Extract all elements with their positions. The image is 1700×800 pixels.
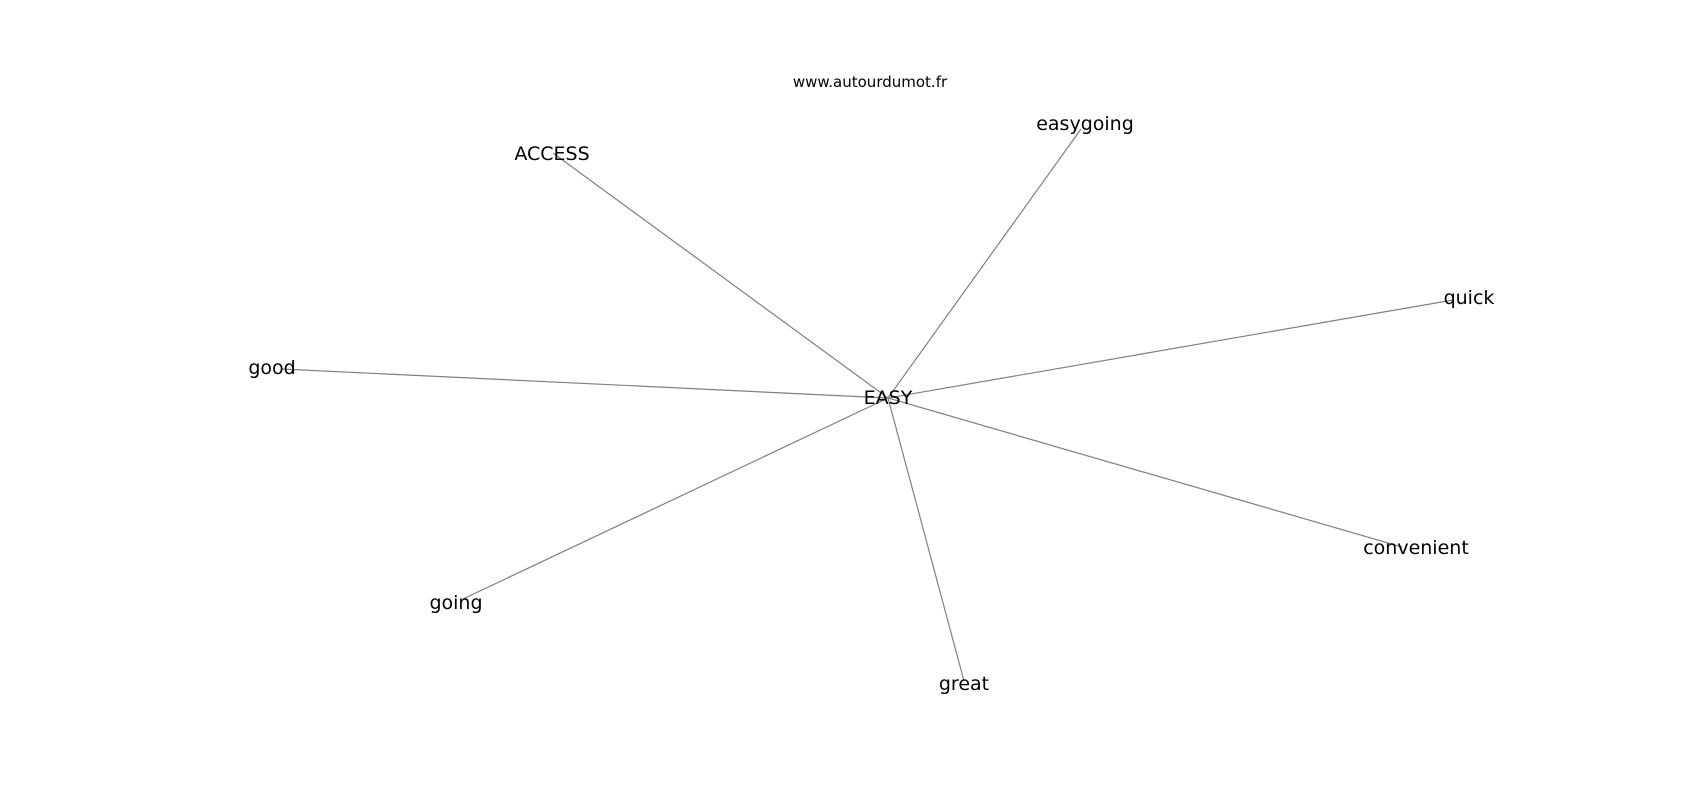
edge-easy-easygoing <box>887 128 1082 399</box>
edge-layer <box>280 128 1454 682</box>
edge-easy-convenient <box>887 397 1403 548</box>
node-going[interactable]: going <box>429 592 482 614</box>
node-quick[interactable]: quick <box>1444 287 1495 309</box>
node-center[interactable]: EASY <box>864 387 913 409</box>
node-great[interactable]: great <box>939 673 989 695</box>
edge-easy-going <box>462 397 889 600</box>
edge-easy-quick <box>887 299 1454 399</box>
node-convenient[interactable]: convenient <box>1363 537 1469 559</box>
node-easygoing[interactable]: easygoing <box>1036 113 1134 135</box>
label-layer: www.autourdumot.fr EASY easygoing ACCESS… <box>248 73 1494 695</box>
node-access[interactable]: ACCESS <box>514 143 589 165</box>
node-good[interactable]: good <box>248 357 295 379</box>
edge-easy-good <box>280 368 889 399</box>
edge-easy-access <box>552 152 889 399</box>
edge-easy-great <box>887 397 965 682</box>
site-url: www.autourdumot.fr <box>793 73 948 91</box>
